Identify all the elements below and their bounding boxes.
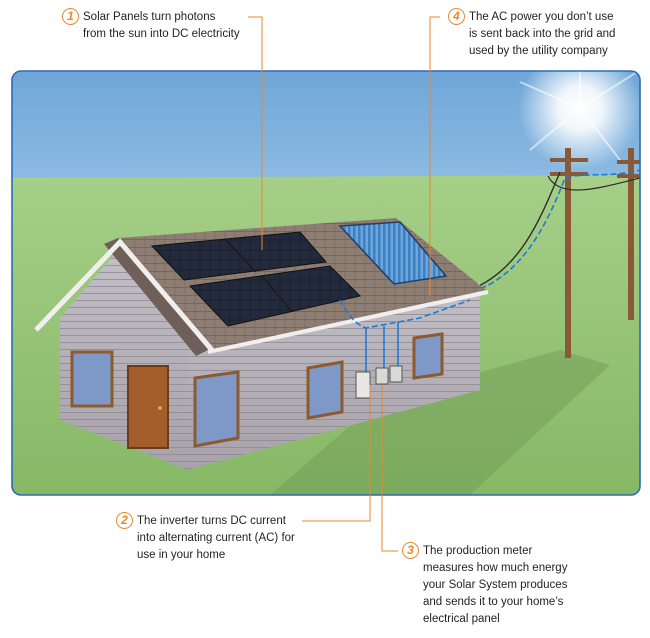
scene-illustration [12, 40, 647, 495]
callout-text-4: The AC power you don’t use is sent back … [469, 9, 615, 60]
inverter-icon [356, 372, 370, 398]
callout-number-1: 1 [62, 8, 79, 25]
callout-text-2: The inverter turns DC current into alter… [137, 513, 295, 564]
meter-icon [376, 368, 388, 384]
callout-number-4: 4 [448, 8, 465, 25]
callout-number-2: 2 [116, 512, 133, 529]
meter-icon [390, 366, 402, 382]
callout-text-1: Solar Panels turn photons from the sun i… [83, 9, 240, 43]
callout-number-3: 3 [402, 542, 419, 559]
callout-text-3: The production meter measures how much e… [423, 543, 567, 628]
